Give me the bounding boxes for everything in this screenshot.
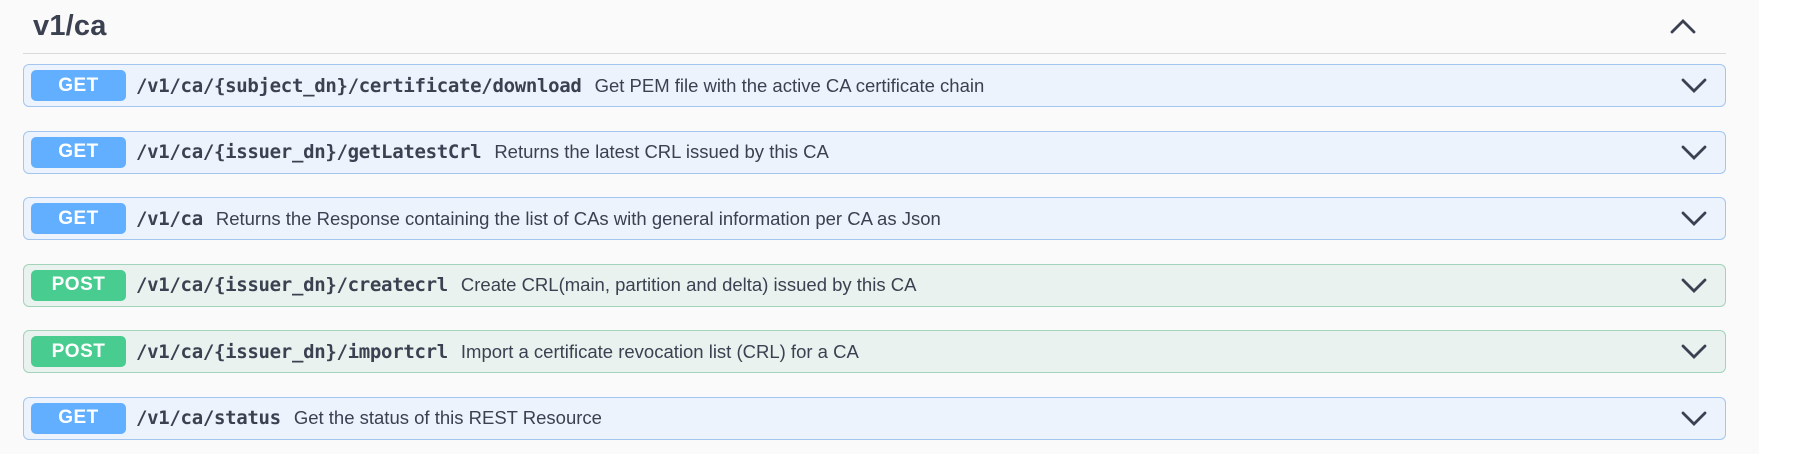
endpoint-path: /v1/ca/status bbox=[136, 407, 281, 429]
endpoint-row-certificate-download[interactable]: GET /v1/ca/{subject_dn}/certificate/down… bbox=[23, 64, 1726, 107]
api-section-v1-ca: v1/ca GET /v1/ca/{subject_dn}/certificat… bbox=[23, 0, 1726, 440]
chevron-up-icon[interactable] bbox=[1670, 19, 1696, 34]
endpoint-path: /v1/ca bbox=[136, 207, 203, 230]
method-badge: POST bbox=[31, 269, 126, 301]
endpoint-row-status[interactable]: GET /v1/ca/status Get the status of this… bbox=[23, 396, 1726, 440]
endpoint-summary: Returns the latest CRL issued by this CA bbox=[494, 141, 829, 162]
endpoint-path: /v1/ca/{issuer_dn}/getLatestCrl bbox=[136, 141, 482, 163]
endpoint-row-importcrl[interactable]: POST /v1/ca/{issuer_dn}/importcrl Import… bbox=[23, 330, 1726, 373]
endpoint-summary: Get PEM file with the active CA certific… bbox=[594, 74, 985, 96]
method-badge: GET bbox=[31, 136, 126, 168]
endpoint-path: /v1/ca/{subject_dn}/certificate/download bbox=[136, 74, 582, 97]
endpoint-path: /v1/ca/{issuer_dn}/importcrl bbox=[136, 340, 448, 363]
chevron-down-icon[interactable] bbox=[1681, 411, 1707, 426]
endpoint-summary: Import a certificate revocation list (CR… bbox=[460, 340, 859, 362]
endpoint-row-createcrl[interactable]: POST /v1/ca/{issuer_dn}/createcrl Create… bbox=[23, 263, 1726, 307]
endpoint-summary: Create CRL(main, partition and delta) is… bbox=[460, 274, 917, 295]
tag-title: v1/ca bbox=[33, 10, 107, 42]
chevron-down-icon[interactable] bbox=[1681, 211, 1707, 226]
endpoint-summary: Get the status of this REST Resource bbox=[293, 407, 602, 428]
chevron-down-icon[interactable] bbox=[1681, 278, 1707, 293]
method-badge: GET bbox=[31, 70, 126, 101]
endpoint-row-ca-list[interactable]: GET /v1/ca Returns the Response containi… bbox=[23, 197, 1726, 240]
method-badge: GET bbox=[31, 203, 126, 234]
tag-header-v1-ca[interactable]: v1/ca bbox=[23, 0, 1726, 54]
chevron-down-icon[interactable] bbox=[1681, 145, 1707, 160]
method-badge: POST bbox=[31, 336, 126, 367]
endpoint-path: /v1/ca/{issuer_dn}/createcrl bbox=[136, 274, 448, 296]
method-badge: GET bbox=[31, 402, 126, 434]
endpoint-row-getlatestcrl[interactable]: GET /v1/ca/{issuer_dn}/getLatestCrl Retu… bbox=[23, 130, 1726, 174]
chevron-down-icon[interactable] bbox=[1681, 344, 1707, 359]
endpoint-summary: Returns the Response containing the list… bbox=[215, 207, 941, 229]
chevron-down-icon[interactable] bbox=[1681, 78, 1707, 93]
